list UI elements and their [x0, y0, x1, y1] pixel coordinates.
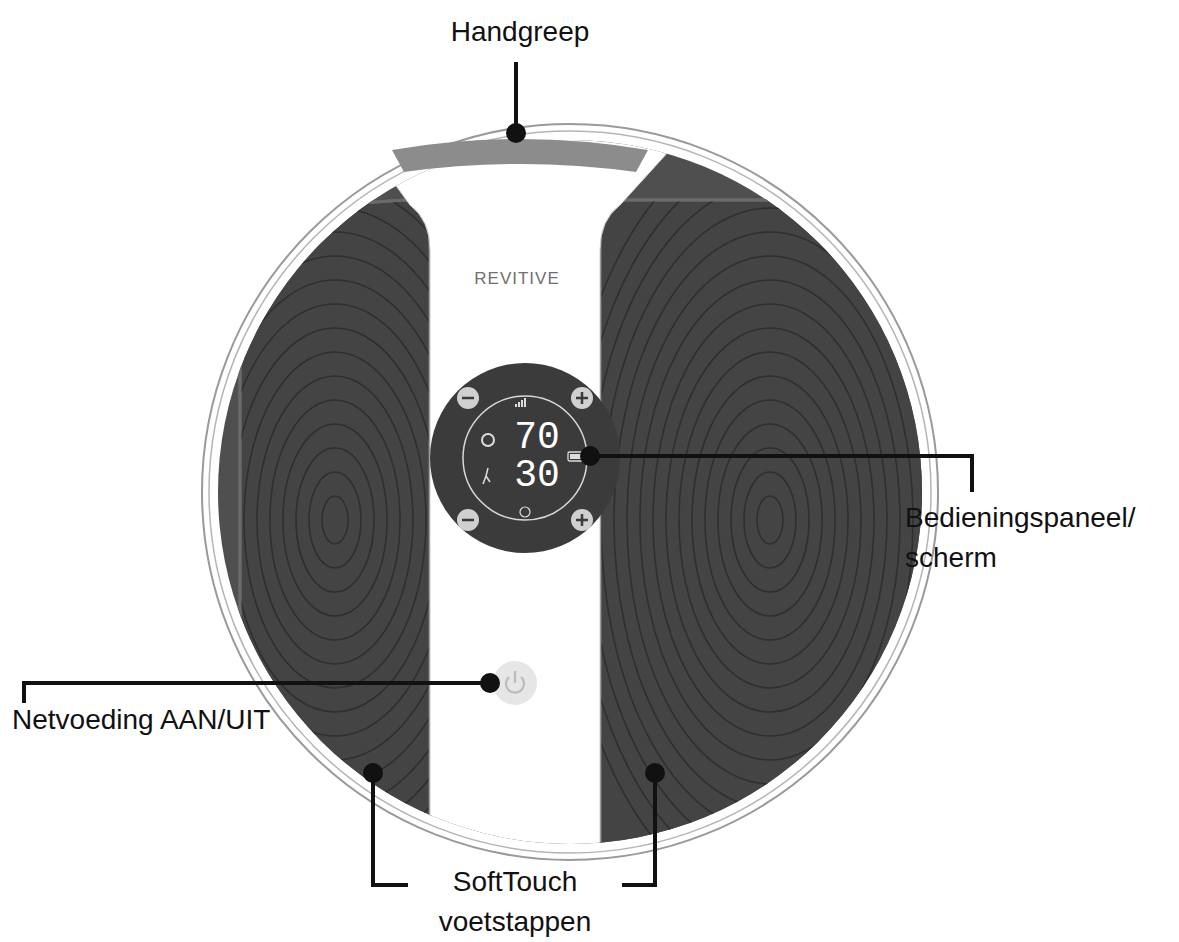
signal-icon [524, 398, 526, 407]
footplate-pad [600, 200, 940, 860]
contour-line [679, 352, 861, 688]
signal-icon [521, 400, 523, 407]
part-label: Handgreep [451, 12, 590, 52]
contour-line [757, 496, 783, 544]
contour-line [296, 448, 374, 592]
contour-line [705, 400, 835, 640]
contour-line [322, 496, 348, 544]
footplate-edge [600, 200, 940, 860]
display-value: 70 [514, 418, 560, 458]
signal-icon [518, 402, 520, 407]
part-label: Bedieningspaneel/ scherm [905, 498, 1160, 578]
button-sign [462, 519, 474, 522]
part-label: Netvoeding AAN/UIT [12, 700, 270, 740]
button-sign [462, 397, 474, 400]
contour-line [653, 304, 887, 736]
leader-line [590, 456, 972, 492]
button [457, 509, 479, 531]
contour-line [627, 256, 913, 784]
contour-line [283, 424, 387, 616]
contour-line [718, 424, 822, 616]
contour-line [640, 280, 900, 760]
contour-line [257, 376, 413, 664]
contour-line [731, 448, 809, 592]
leader-line [24, 683, 490, 703]
leader-dot [580, 446, 600, 466]
brand-name: REVITIVE [474, 264, 559, 294]
foot-pads [127, 136, 978, 904]
contour-line [205, 280, 465, 760]
button [571, 387, 593, 409]
clock-icon [520, 507, 530, 517]
contour-line [270, 400, 400, 640]
leader-line [514, 62, 518, 133]
leader-dot [506, 123, 526, 143]
button-sign [581, 514, 584, 526]
contour-line [218, 304, 452, 736]
footplate-pad [240, 200, 430, 860]
contour-line [744, 472, 796, 568]
button-sign [581, 392, 584, 404]
leader-dot [645, 763, 665, 783]
leader-dot [480, 673, 500, 693]
contour-line [614, 232, 926, 808]
contour-line [588, 184, 952, 856]
control-panel [430, 363, 620, 553]
contour-line [666, 328, 874, 712]
figure-icon [483, 468, 490, 484]
footplate-edge [240, 200, 430, 860]
button [571, 509, 593, 531]
contour-line [692, 376, 848, 664]
leader-line [373, 773, 408, 885]
intensity-icon [482, 434, 494, 446]
handle [392, 139, 648, 172]
contour-line [309, 472, 361, 568]
contour-line [601, 208, 939, 832]
leader-line [622, 773, 655, 885]
button [457, 387, 479, 409]
leader-dot [363, 763, 383, 783]
power-symbol [514, 671, 516, 683]
display-ring [463, 396, 587, 520]
contour-line [231, 328, 439, 712]
center-band [370, 138, 670, 871]
contour-line [244, 352, 426, 688]
part-label: SoftTouch voetstappen [415, 862, 615, 942]
display-value: 30 [514, 456, 560, 496]
signal-icon [515, 404, 517, 407]
